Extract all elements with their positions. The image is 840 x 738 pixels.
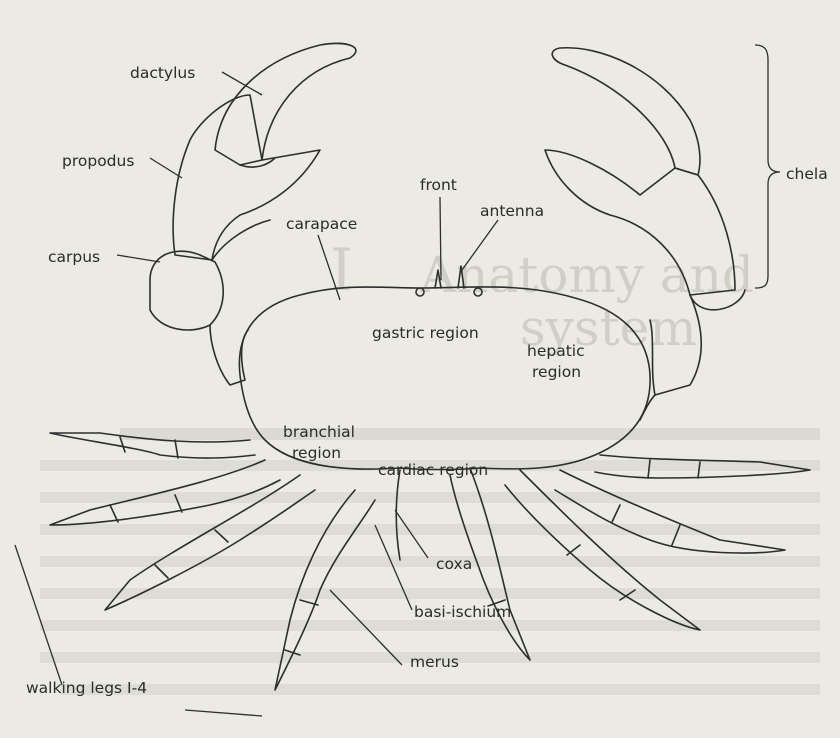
label-merus: merus: [410, 653, 459, 671]
label-carpus: carpus: [48, 248, 100, 266]
label-cardiac-region: cardiac region: [378, 461, 488, 479]
svg-text:Anatomy and: Anatomy and: [419, 246, 754, 304]
left-carpus: [150, 251, 223, 330]
label-antenna: antenna: [480, 202, 544, 220]
svg-text:I: I: [330, 236, 353, 304]
label-carapace: carapace: [286, 215, 357, 233]
label-front: front: [420, 176, 457, 194]
label-hepatic-region-line2: region: [532, 363, 581, 381]
left-propodus: [173, 95, 320, 260]
label-hepatic-region-line1: hepatic: [527, 342, 585, 360]
label-basi-ischium: basi-ischium: [414, 603, 511, 621]
label-coxa: coxa: [436, 555, 472, 573]
label-chela: chela: [786, 165, 828, 183]
chela-bracket: [755, 45, 780, 288]
left-dactylus: [215, 43, 356, 165]
label-dactylus: dactylus: [130, 64, 195, 82]
label-walking-legs: walking legs I-4: [26, 679, 147, 697]
label-branchial-region-line1: branchial: [283, 423, 355, 441]
label-branchial-region-line2: region: [292, 444, 341, 462]
label-propodus: propodus: [62, 152, 134, 170]
label-gastric-region: gastric region: [372, 324, 479, 342]
